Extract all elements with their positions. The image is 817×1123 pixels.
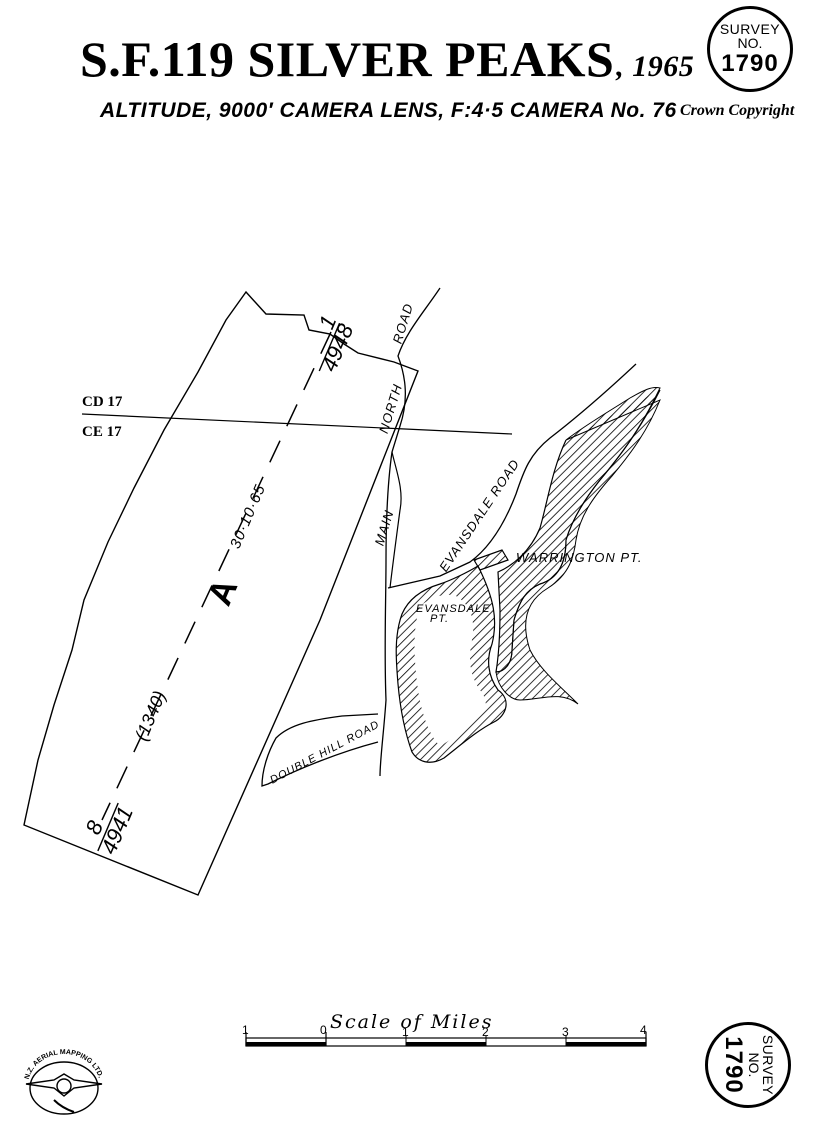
- grid-label-north: CD 17: [82, 394, 123, 410]
- seal-no-label: NO.: [737, 35, 763, 52]
- survey-seal-top: SURVEY NO. 1790: [707, 6, 793, 92]
- flight-date-group: 30·10·65: [227, 482, 269, 551]
- evansdale-road-label-group: EVANSDALE ROAD: [436, 456, 523, 574]
- double-hill-road-line: [261, 713, 379, 787]
- flight-line: [101, 331, 332, 821]
- main-label-group: MAIN: [372, 508, 397, 547]
- inlet-hatching-east: [495, 387, 661, 705]
- survey-seal-bottom: SURVEY NO. 1790: [705, 1022, 791, 1108]
- grid-boundary-line: [81, 413, 513, 435]
- warrington-marker: [473, 549, 509, 571]
- seal-bottom-survey-label: SURVEY: [760, 1034, 777, 1096]
- double-hill-label-group: DOUBLE HILL ROAD: [268, 719, 382, 787]
- scale-tick-left: 1: [242, 1023, 249, 1037]
- aerial-mapping-logo: N.Z. AERIAL MAPPING LTD.: [24, 1049, 104, 1115]
- photo-coverage-strip: [23, 290, 419, 896]
- flight-date: 30·10·65: [227, 482, 269, 551]
- frame-count: (1340): [131, 688, 170, 744]
- seal-survey-label: SURVEY: [719, 20, 781, 37]
- scale-tick-1: 1: [402, 1025, 409, 1039]
- main-road-label-north: NORTH: [376, 382, 405, 435]
- double-hill-road-label: DOUBLE HILL ROAD: [268, 719, 382, 787]
- scale-bar: [245, 1032, 647, 1047]
- scale-title: Scale of Miles: [330, 1011, 493, 1033]
- run-letter: A: [201, 573, 246, 610]
- map-year: , 1965: [616, 50, 695, 83]
- camera-specs: ALTITUDE, 9000′ CAMERA LENS, F:4·5 CAMER…: [100, 99, 677, 122]
- main-north-road-edge: [389, 451, 402, 589]
- seal-number: 1790: [721, 50, 779, 78]
- main-road-label-road: ROAD: [390, 301, 416, 345]
- copyright-notice: Crown Copyright: [680, 102, 795, 119]
- evansdale-pt-label: EVANSDALE: [416, 603, 490, 615]
- main-road-label-main: MAIN: [372, 508, 397, 547]
- last-run-number: 8: [80, 816, 108, 838]
- map-title: S.F.119 SILVER PEAKS, 1965: [80, 34, 694, 84]
- seal-bottom-number: 1790: [719, 1036, 747, 1094]
- scale-tick-0: 0: [320, 1023, 327, 1037]
- seal-bottom-no-label: NO.: [745, 1052, 762, 1078]
- main-north-road-line: [379, 287, 441, 777]
- scale-tick-2: 2: [482, 1025, 489, 1039]
- evansdale-peninsula-inner: [414, 594, 486, 746]
- first-run-number: 1: [314, 312, 342, 333]
- evansdale-road-line: [387, 363, 637, 589]
- warrington-label: WARRINGTON PT.: [516, 550, 642, 565]
- road-label-group: ROAD: [390, 301, 416, 345]
- run-letter-group: A: [201, 573, 246, 610]
- evansdale-road-label: EVANSDALE ROAD: [436, 456, 523, 574]
- north-label-group: NORTH: [376, 382, 405, 435]
- frame-count-group: (1340): [131, 688, 170, 744]
- evansdale-pt-sublabel: PT.: [430, 613, 449, 625]
- map-title-text: S.F.119 SILVER PEAKS: [80, 31, 615, 87]
- scale-tick-4: 4: [640, 1023, 647, 1037]
- scale-tick-3: 3: [562, 1025, 569, 1039]
- grid-label-south: CE 17: [82, 424, 122, 440]
